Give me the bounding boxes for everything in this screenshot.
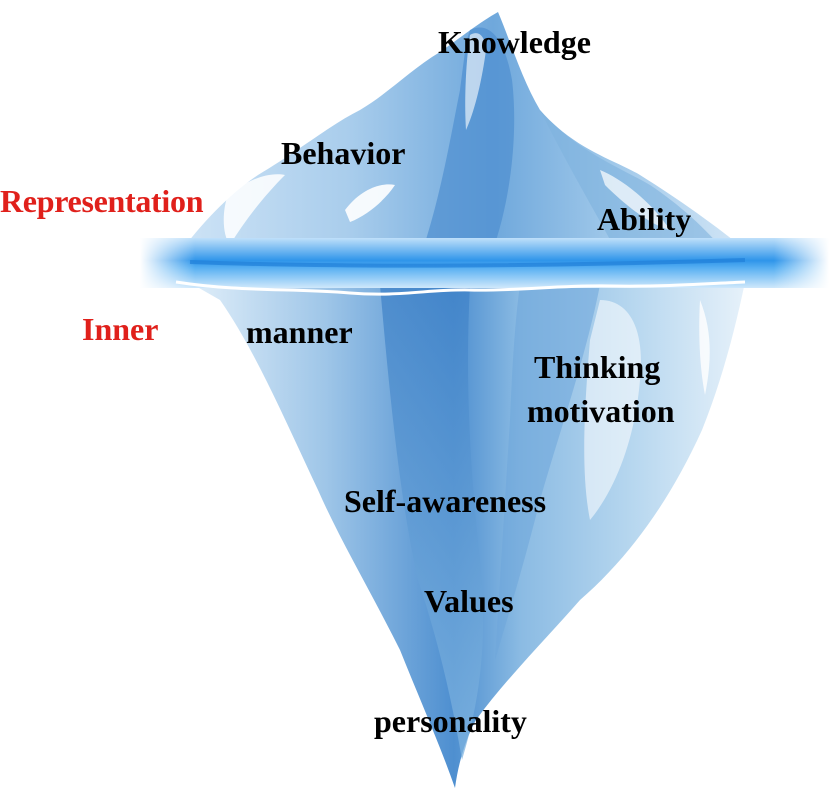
label-ability: Ability xyxy=(597,201,692,237)
label-thinking: Thinking xyxy=(534,349,661,385)
iceberg-underwater-shadow-right xyxy=(495,285,600,660)
waterline-surface xyxy=(175,280,746,296)
label-self-awareness: Self-awareness xyxy=(344,483,547,519)
iceberg-tip-highlight-peak xyxy=(465,33,486,130)
waterline-glint xyxy=(189,258,746,268)
iceberg-underwater-highlight xyxy=(208,296,298,510)
iceberg-tip-shadow-right xyxy=(540,110,728,258)
iceberg-underwater-highlight-right xyxy=(584,300,641,520)
iceberg-underwater-edge-right xyxy=(699,300,710,395)
label-knowledge: Knowledge xyxy=(438,24,591,60)
label-manner: manner xyxy=(246,314,353,350)
layer-label-inner: Inner xyxy=(82,311,159,347)
label-behavior: Behavior xyxy=(281,135,406,171)
label-personality: personality xyxy=(374,703,527,739)
iceberg-underwater-shadow xyxy=(380,285,484,760)
iceberg-tip-shadow xyxy=(420,27,515,258)
iceberg-tip-highlight-right xyxy=(600,170,670,230)
iceberg-tip-highlight-left xyxy=(223,174,285,245)
label-values: Values xyxy=(424,583,514,619)
label-motivation: motivation xyxy=(527,393,675,429)
layer-label-representation: Representation xyxy=(0,183,204,219)
iceberg-tip-highlight-center xyxy=(345,184,395,222)
